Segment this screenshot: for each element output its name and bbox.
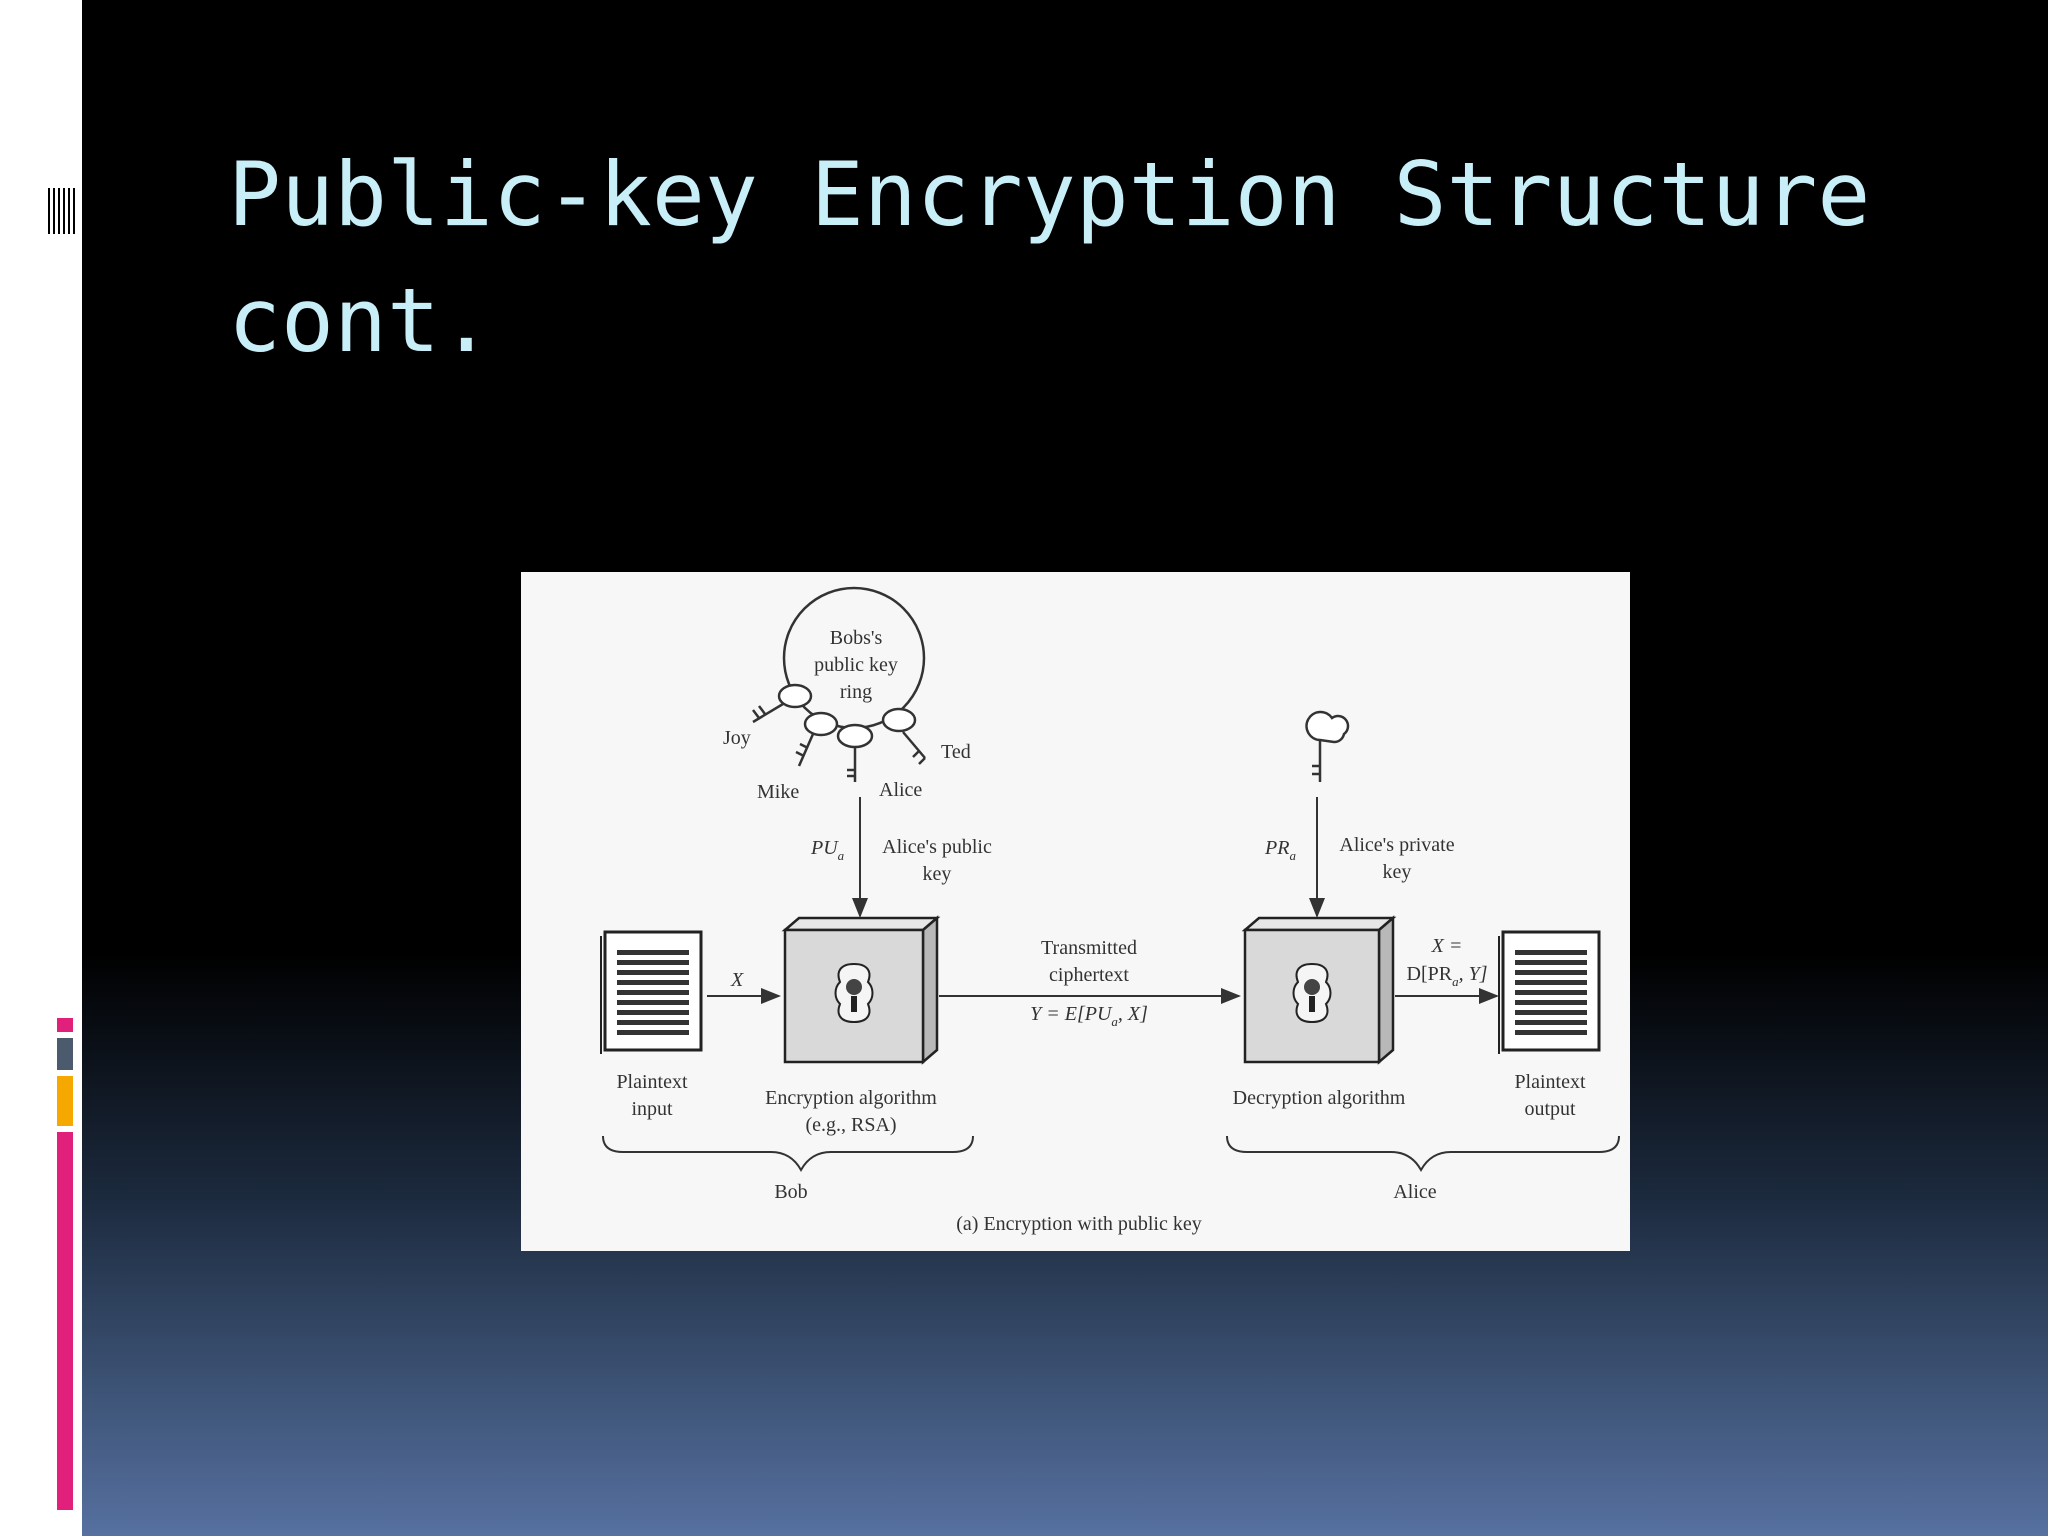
ted-key-icon	[881, 707, 926, 765]
encryption-label-1: Encryption algorithm	[765, 1087, 937, 1109]
public-key-label-1: Alice's public	[882, 836, 992, 858]
plaintext-output-document-icon	[1498, 930, 1601, 1054]
output-formula-line1: X =	[1431, 935, 1463, 957]
joy-key-icon	[752, 683, 813, 724]
figure-caption: (a) Encryption with public key	[956, 1213, 1202, 1235]
private-key-label-1: Alice's private	[1339, 834, 1454, 856]
alice-brace	[1226, 1135, 1620, 1173]
private-key-icon	[1305, 710, 1350, 782]
mike-label: Mike	[757, 781, 799, 803]
accent-bar-pink-top	[57, 1018, 73, 1032]
public-key-symbol: PUa	[810, 837, 845, 863]
output-formula-line2: D[PRa, Y]	[1407, 963, 1488, 989]
public-key-label-2: key	[923, 863, 952, 885]
decryption-label: Decryption algorithm	[1233, 1087, 1406, 1109]
bob-label: Bob	[774, 1181, 807, 1203]
input-symbol: X	[730, 969, 744, 991]
accent-bar-orange	[57, 1076, 73, 1126]
alice-key-icon	[836, 723, 874, 782]
alice-label: Alice	[1393, 1181, 1436, 1203]
public-key-encryption-diagram: Bobs's public key ring Joy Mike Alice	[521, 572, 1630, 1251]
ted-label: Ted	[941, 741, 971, 763]
joy-label: Joy	[723, 727, 751, 749]
plaintext-input-label-1: Plaintext	[616, 1071, 688, 1093]
key-ring-label-1: Bobs's	[830, 627, 883, 649]
key-ring-label-3: ring	[840, 681, 872, 703]
accent-bar-gray	[57, 1038, 73, 1070]
lock-icon	[834, 962, 874, 1024]
plaintext-output-label-2: output	[1524, 1098, 1576, 1120]
ciphertext-formula: Y = E[PUa, X]	[1030, 1003, 1148, 1029]
transmitted-label-2: ciphertext	[1049, 964, 1129, 986]
private-key-symbol: PRa	[1264, 837, 1296, 863]
accent-bar-pink	[57, 1132, 73, 1510]
unlock-icon	[1292, 962, 1332, 1024]
key-ring-label-2: public key	[814, 654, 898, 676]
plaintext-input-document-icon	[600, 930, 703, 1054]
private-key-label-2: key	[1383, 861, 1412, 883]
encryption-label-2: (e.g., RSA)	[805, 1114, 896, 1136]
plaintext-input-label-2: input	[631, 1098, 673, 1120]
decorative-lines	[48, 188, 75, 234]
plaintext-output-label-1: Plaintext	[1514, 1071, 1586, 1093]
slide-title-line1: Public-key Encryption Structure	[228, 143, 1871, 246]
slide-title: Public-key Encryption Structure cont.	[228, 132, 1988, 384]
alice-key-label: Alice	[879, 779, 922, 801]
transmitted-label-1: Transmitted	[1041, 937, 1137, 959]
key-ring: Bobs's public key ring	[782, 586, 926, 730]
mike-key-icon	[795, 711, 839, 767]
bob-brace	[602, 1135, 974, 1173]
slide-title-line2: cont.	[228, 269, 493, 372]
